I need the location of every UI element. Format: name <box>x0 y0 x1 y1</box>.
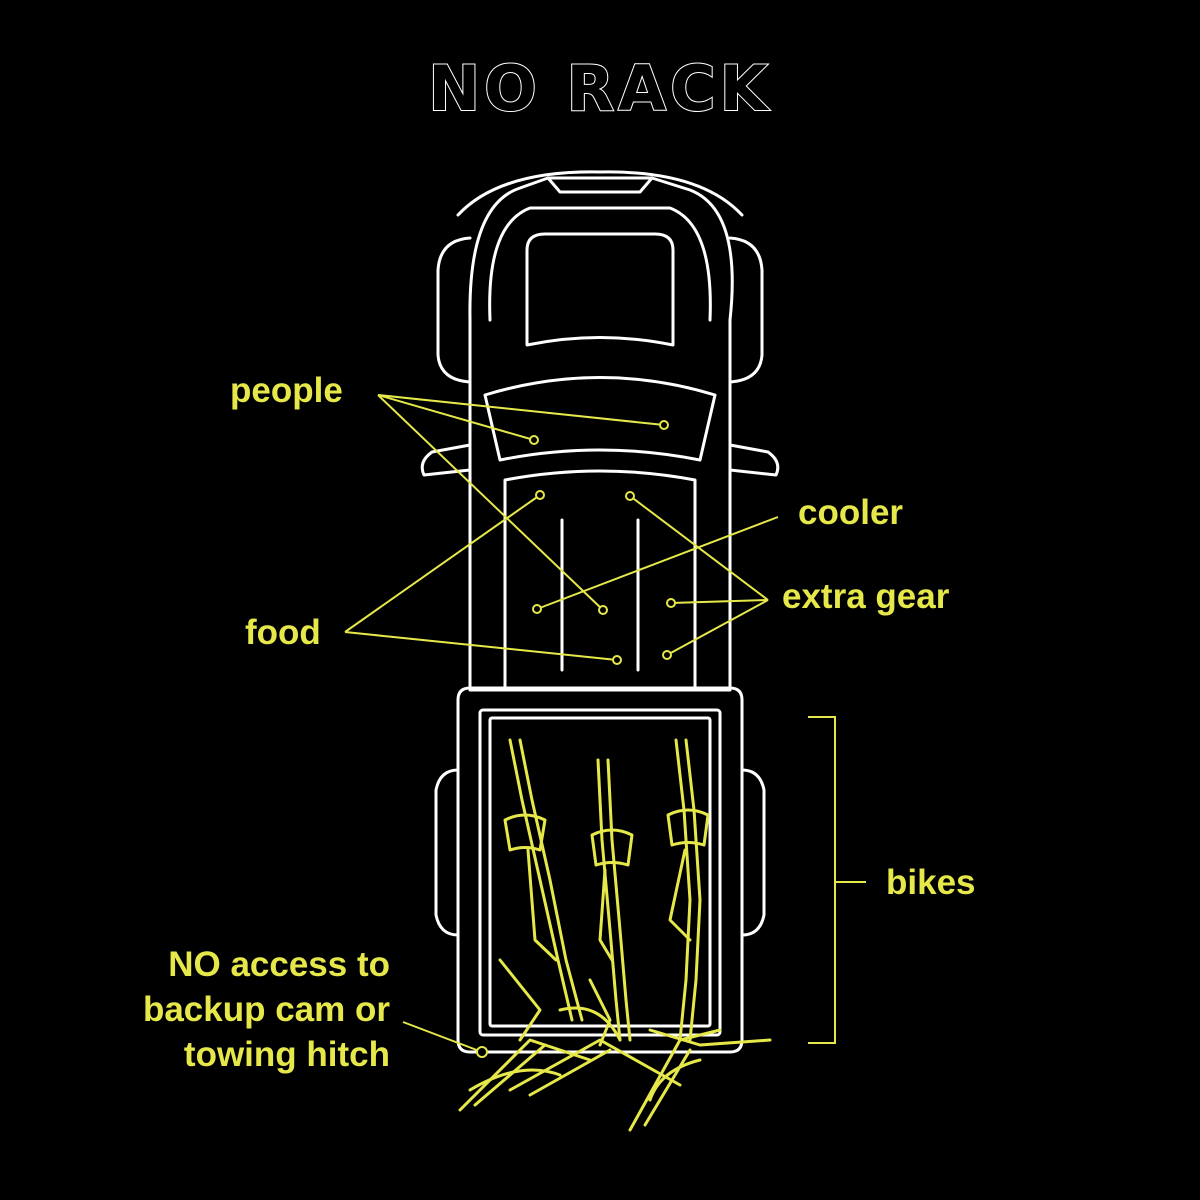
warning-line-1: NO access to <box>168 945 390 984</box>
diagram-title: NO RACK <box>427 51 772 126</box>
dot-gear-2 <box>666 598 676 608</box>
truck-outline <box>420 170 780 1054</box>
label-bikes: bikes <box>886 863 976 902</box>
callout-lines <box>344 394 866 1053</box>
bike-3 <box>628 738 772 1132</box>
label-warning: NO access to backup cam or towing hitch <box>60 942 390 1077</box>
bike-2 <box>508 758 682 1097</box>
dot-gear-3 <box>662 650 672 660</box>
warning-line-2: backup cam or <box>142 990 390 1029</box>
dot-gear-1 <box>625 491 635 501</box>
label-people: people <box>230 371 343 410</box>
dot-people-1 <box>529 435 539 445</box>
dot-warning <box>476 1046 488 1058</box>
dot-food-2 <box>612 655 622 665</box>
warning-line-3: towing hitch <box>183 1035 390 1074</box>
bike-1 <box>458 738 592 1112</box>
dot-people-2 <box>659 420 669 430</box>
label-food: food <box>245 613 321 652</box>
dot-food-1 <box>535 490 545 500</box>
bikes-illustration <box>458 738 772 1132</box>
dot-cooler <box>532 604 542 614</box>
label-cooler: cooler <box>798 493 904 532</box>
dot-people-3 <box>598 605 608 615</box>
callout-dots <box>476 420 676 1058</box>
label-extra-gear: extra gear <box>782 577 950 616</box>
